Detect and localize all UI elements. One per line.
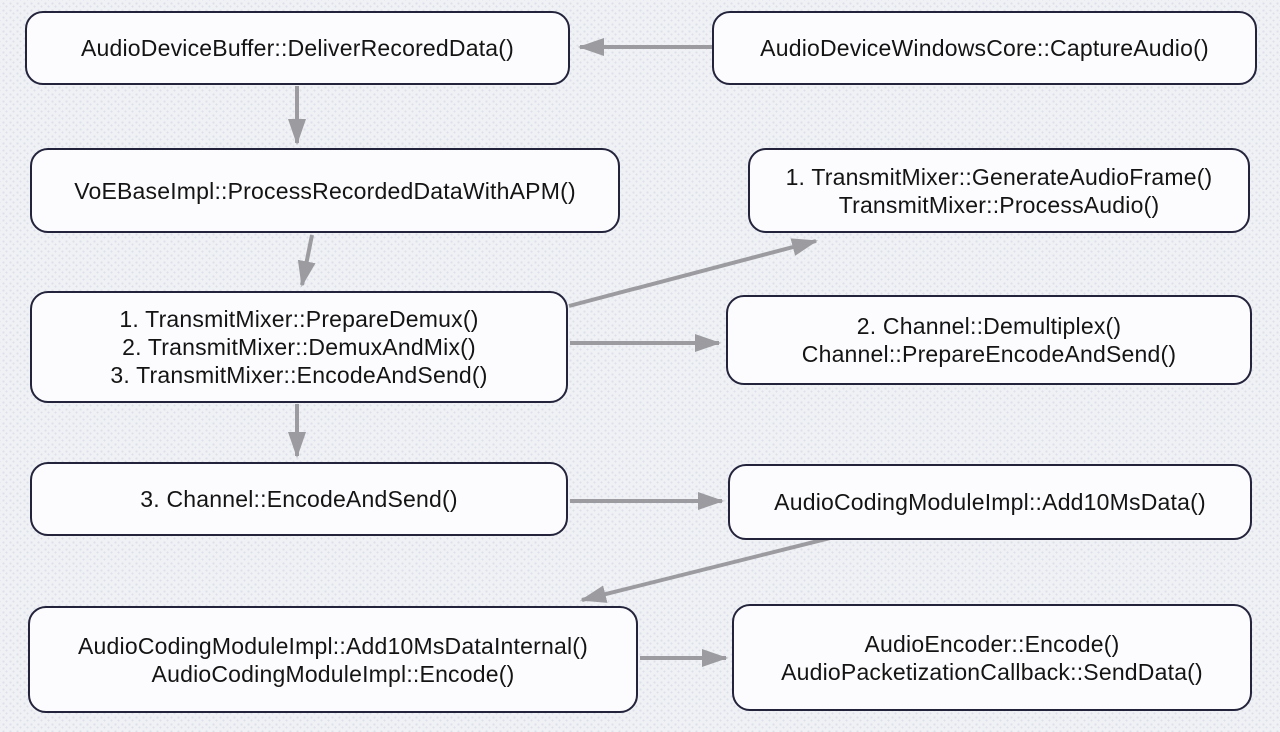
node-generate-audio-frame: 1. TransmitMixer::GenerateAudioFrame() T…	[748, 148, 1250, 233]
node-label: AudioPacketizationCallback::SendData()	[781, 658, 1203, 685]
node-add-10ms-data-internal: AudioCodingModuleImpl::Add10MsDataIntern…	[28, 606, 638, 713]
node-demultiplex: 2. Channel::Demultiplex() Channel::Prepa…	[726, 295, 1252, 385]
node-prepare-demux: 1. TransmitMixer::PrepareDemux() 2. Tran…	[30, 291, 568, 403]
node-label: 2. Channel::Demultiplex()	[856, 313, 1122, 339]
node-label: AudioDeviceWindowsCore::CaptureAudio()	[760, 35, 1209, 61]
node-label: 3. TransmitMixer::EncodeAndSend()	[110, 362, 488, 388]
node-label: AudioCodingModuleImpl::Encode()	[151, 660, 515, 687]
arrow-add10ms-to-add10ms-internal	[580, 534, 839, 603]
node-deliver-recorded-data: AudioDeviceBuffer::DeliverRecoredData()	[25, 11, 570, 85]
arrow-process-apm-to-prepare-demux	[297, 234, 316, 287]
node-label: 2. TransmitMixer::DemuxAndMix()	[122, 334, 476, 360]
node-capture-audio: AudioDeviceWindowsCore::CaptureAudio()	[712, 11, 1257, 85]
node-label: AudioEncoder::Encode()	[864, 630, 1120, 657]
node-audio-encoder-encode: AudioEncoder::Encode() AudioPacketizatio…	[732, 604, 1252, 711]
node-label: AudioCodingModuleImpl::Add10MsDataIntern…	[78, 632, 588, 659]
node-label: 1. TransmitMixer::GenerateAudioFrame()	[785, 163, 1213, 190]
node-label: 1. TransmitMixer::PrepareDemux()	[119, 306, 479, 332]
node-label: VoEBaseImpl::ProcessRecordedDataWithAPM(…	[74, 177, 576, 204]
node-process-recorded-data-with-apm: VoEBaseImpl::ProcessRecordedDataWithAPM(…	[30, 148, 620, 233]
node-channel-encode-and-send: 3. Channel::EncodeAndSend()	[30, 462, 568, 536]
node-add-10ms-data: AudioCodingModuleImpl::Add10MsData()	[728, 464, 1252, 540]
node-label: Channel::PrepareEncodeAndSend()	[801, 341, 1177, 367]
node-label: 3. Channel::EncodeAndSend()	[140, 486, 458, 512]
node-label: AudioCodingModuleImpl::Add10MsData()	[774, 489, 1206, 515]
node-label: AudioDeviceBuffer::DeliverRecoredData()	[80, 35, 515, 61]
node-label: TransmitMixer::ProcessAudio()	[838, 191, 1160, 218]
